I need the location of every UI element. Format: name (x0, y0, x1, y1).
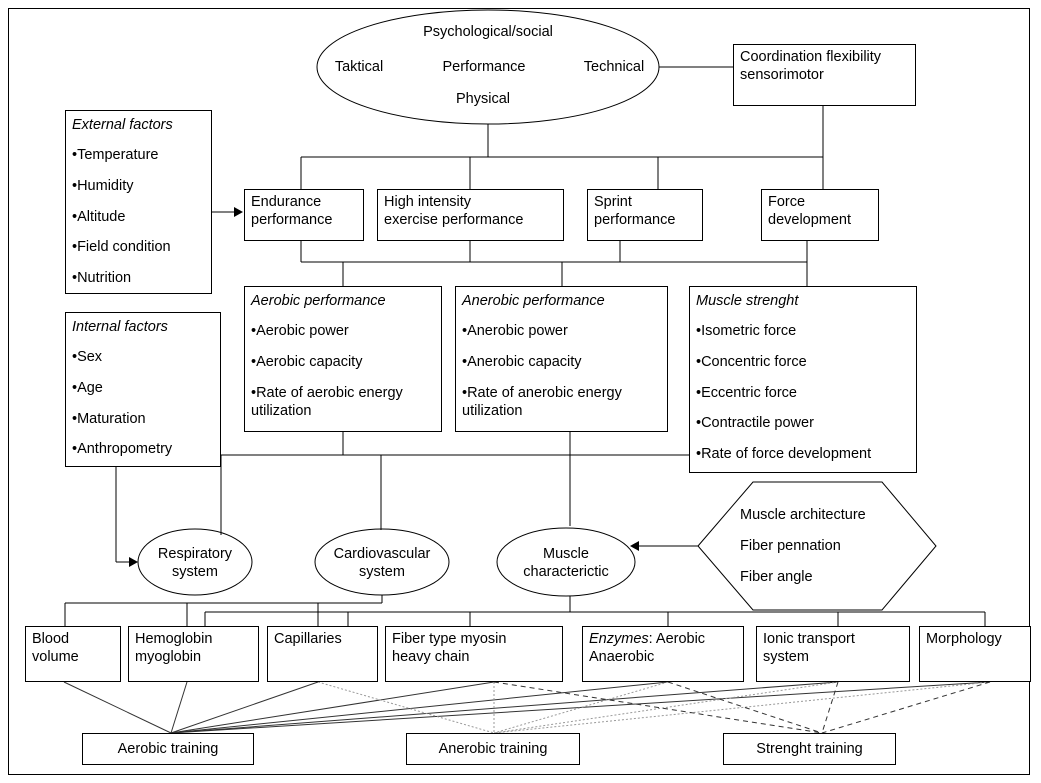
aerobic-performance-box: Aerobic performance •Aerobic power •Aero… (244, 286, 442, 432)
internal-factors-box: Internal factors •Sex •Age •Maturation •… (65, 312, 221, 467)
diagram-frame (8, 8, 1030, 775)
ellipse-label-technical: Technical (583, 59, 645, 75)
coordination-line1: Coordination flexibility (740, 49, 882, 65)
ellipse-label-physical: Physical (456, 91, 510, 107)
external-factor-item: •Nutrition (72, 270, 132, 287)
sprint-performance-box: Sprint performance (587, 189, 703, 241)
internal-factors-title: Internal factors (72, 319, 168, 335)
fiber-angle-label: Fiber angle (740, 569, 813, 585)
muscle-strength-box: Muscle strenght •Isometric force •Concen… (689, 286, 917, 473)
external-factor-item: •Humidity (72, 177, 134, 194)
external-factor-item: •Temperature (72, 147, 159, 163)
high-intensity-performance-box: High intensity exercise performance (377, 189, 564, 241)
enzymes-box: Enzymes: Aerobic Anaerobic (582, 626, 744, 682)
hemoglobin-box: Hemoglobin myoglobin (128, 626, 259, 682)
internal-factor-item: •Age (72, 379, 103, 396)
muscle-architecture-hexagon (697, 481, 937, 611)
endurance-performance-box: Endurance performance (244, 189, 364, 241)
coordination-line2: sensorimotor (740, 67, 824, 83)
internal-factor-item: •Sex (72, 349, 103, 365)
muscle-ellipse (496, 527, 636, 597)
respiratory-ellipse (137, 528, 253, 596)
anaerobic-performance-box: Anerobic performance •Anerobic power •An… (455, 286, 668, 432)
muscle-architecture-label: Muscle architecture (740, 507, 866, 523)
internal-factor-item: •Anthropometry (72, 441, 173, 458)
capillaries-box: Capillaries (267, 626, 378, 682)
muscle-strength-title: Muscle strenght (696, 293, 799, 309)
external-factor-item: •Altitude (72, 208, 126, 225)
morphology-box: Morphology (919, 626, 1031, 682)
respiratory-system-label: Respiratory system (157, 546, 233, 580)
ellipse-label-performance: Performance (442, 59, 526, 75)
force-development-box: Force development (761, 189, 879, 241)
blood-volume-box: Blood volume (25, 626, 121, 682)
ellipse-label-psychological: Psychological/social (423, 24, 553, 40)
external-factor-item: •Field condition (72, 239, 171, 256)
fiber-pennation-label: Fiber pennation (740, 538, 841, 554)
ellipse-label-taktical: Taktical (334, 59, 384, 75)
aerobic-performance-title: Aerobic performance (251, 293, 386, 309)
anaerobic-training-box: Anerobic training (406, 733, 580, 765)
muscle-characteristic-label: Muscle characterictic (523, 546, 609, 580)
fiber-type-box: Fiber type myosin heavy chain (385, 626, 563, 682)
cardiovascular-system-label: Cardiovascular system (333, 546, 431, 580)
external-factors-title: External factors (72, 117, 173, 133)
anaerobic-performance-title: Anerobic performance (462, 293, 605, 309)
aerobic-training-box: Aerobic training (82, 733, 254, 765)
external-factors-box: External factors •Temperature •Humidity … (65, 110, 212, 294)
ionic-transport-box: Ionic transport system (756, 626, 910, 682)
strength-training-box: Strenght training (723, 733, 896, 765)
internal-factor-item: •Maturation (72, 410, 146, 427)
coordination-box: Coordination flexibility sensorimotor (733, 44, 916, 106)
